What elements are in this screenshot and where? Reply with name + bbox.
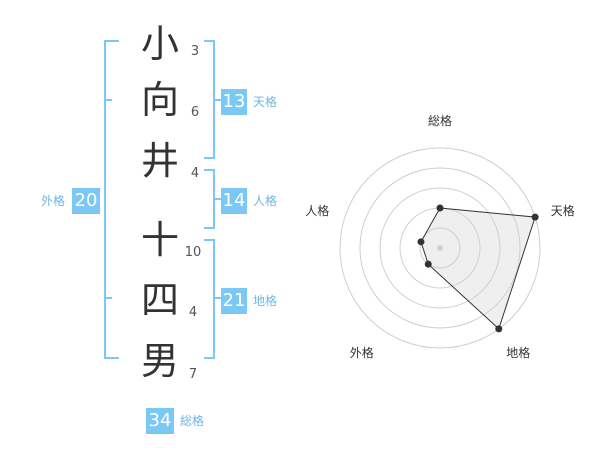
surname-strokes-1: 3 xyxy=(190,44,200,59)
tenkaku-value: 13 xyxy=(221,89,247,115)
given-strokes-2: 4 xyxy=(188,305,198,320)
radar-point xyxy=(436,204,444,212)
given-char-2: 四 xyxy=(140,278,179,322)
surname-strokes-3: 4 xyxy=(190,166,200,181)
surname-char-1: 小 xyxy=(140,22,179,66)
jinkaku-label: 人格 xyxy=(253,194,278,208)
radar-polygon xyxy=(420,207,536,330)
radar-ring xyxy=(379,187,501,309)
gaikaku-value: 20 xyxy=(72,188,100,214)
radar-point xyxy=(495,325,503,333)
radar-point xyxy=(417,238,425,246)
tenkaku-label: 天格 xyxy=(253,95,278,109)
jinkaku-value: 14 xyxy=(221,188,247,214)
radar-ring xyxy=(339,147,541,349)
radar-point xyxy=(531,213,539,221)
surname-strokes-2: 6 xyxy=(190,105,200,120)
given-char-1: 十 xyxy=(140,218,179,262)
chikaku-value: 21 xyxy=(221,288,247,314)
radar-label-soukaku: 総格 xyxy=(428,114,453,128)
surname-char-2: 向 xyxy=(140,78,179,122)
soukaku-value: 34 xyxy=(146,408,174,434)
radar-ring xyxy=(419,227,461,269)
radar-label-chikaku: 地格 xyxy=(506,345,531,360)
radar-ring xyxy=(359,167,521,329)
given-char-3: 男 xyxy=(140,339,179,383)
radar-center xyxy=(437,245,443,251)
surname-char-3: 井 xyxy=(140,139,179,183)
gaikaku-label: 外格 xyxy=(41,194,66,208)
given-strokes-1: 10 xyxy=(184,245,202,260)
soukaku-label: 総格 xyxy=(180,414,205,428)
radar-label-gaikaku: 外格 xyxy=(349,345,374,360)
radar-label-jinkaku: 人格 xyxy=(305,203,330,218)
radar-point xyxy=(424,260,432,268)
given-strokes-3: 7 xyxy=(188,367,198,382)
chikaku-label: 地格 xyxy=(253,294,278,308)
radar-label-tenkaku: 天格 xyxy=(550,203,575,218)
